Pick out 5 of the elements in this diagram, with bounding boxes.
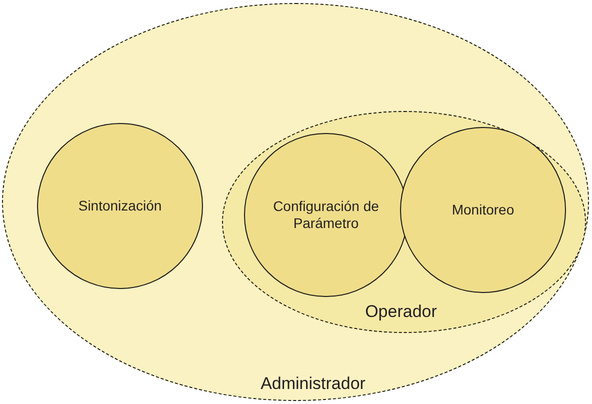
region-label: Operador	[365, 302, 437, 322]
region-label: Configuración de Parámetro	[272, 198, 380, 232]
region-label: Administrador	[260, 374, 366, 394]
region-label: Monitoreo	[450, 202, 516, 218]
region-label: Sintonización	[77, 198, 163, 214]
